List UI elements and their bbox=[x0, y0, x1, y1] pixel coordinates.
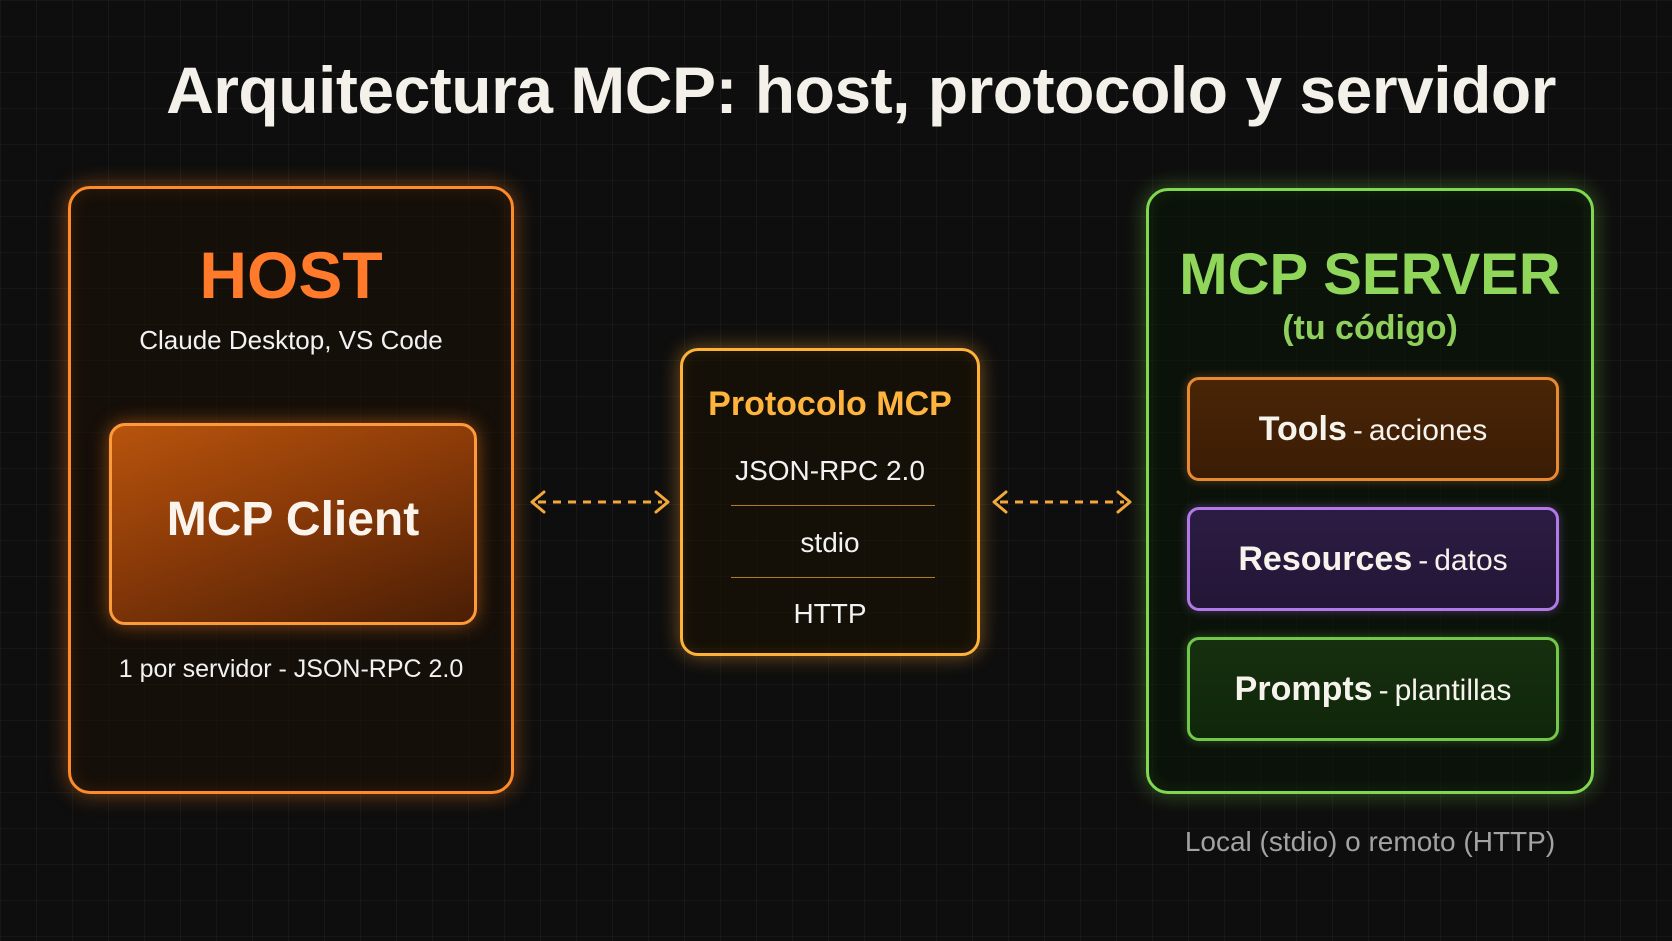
mcp-client-label: MCP Client bbox=[166, 493, 420, 546]
protocol-item-jsonrpc: JSON-RPC 2.0 bbox=[735, 455, 925, 486]
capability-desc: plantillas bbox=[1394, 674, 1512, 707]
capability-prompts: Prompts-plantillas bbox=[1187, 637, 1559, 741]
server-note: Local (stdio) o remoto (HTTP) bbox=[1184, 826, 1556, 857]
server-subtitle: (tu código) bbox=[1282, 309, 1458, 347]
host-note: 1 por servidor - JSON-RPC 2.0 bbox=[118, 655, 464, 683]
capability-separator: - bbox=[1378, 674, 1389, 707]
bidirectional-arrow-left bbox=[530, 490, 670, 514]
protocol-item-stdio: stdio bbox=[800, 527, 860, 558]
capability-name: Tools bbox=[1258, 410, 1347, 448]
protocol-title: Protocolo MCP bbox=[708, 385, 952, 423]
host-box: HOST Claude Desktop, VS Code MCP Client … bbox=[68, 186, 514, 794]
protocol-item-http: HTTP bbox=[793, 598, 867, 629]
protocol-divider bbox=[731, 505, 935, 506]
host-title: HOST bbox=[199, 238, 383, 312]
mcp-client-box: MCP Client bbox=[109, 423, 477, 625]
capability-resources: Resources-datos bbox=[1187, 507, 1559, 611]
capability-separator: - bbox=[1418, 544, 1429, 577]
protocol-box: Protocolo MCP JSON-RPC 2.0 stdio HTTP bbox=[680, 348, 980, 656]
bidirectional-arrow-right bbox=[992, 490, 1132, 514]
protocol-divider bbox=[731, 577, 935, 578]
server-title: MCP SERVER bbox=[1179, 242, 1561, 307]
server-box: MCP SERVER (tu código) Tools-acciones Re… bbox=[1146, 188, 1594, 794]
host-subtitle: Claude Desktop, VS Code bbox=[139, 325, 443, 355]
capability-tools: Tools-acciones bbox=[1187, 377, 1559, 481]
capability-name: Resources bbox=[1238, 540, 1413, 578]
capability-separator: - bbox=[1352, 414, 1363, 447]
capability-desc: datos bbox=[1434, 544, 1508, 577]
diagram-title: Arquitectura MCP: host, protocolo y serv… bbox=[166, 53, 1556, 127]
capability-desc: acciones bbox=[1368, 414, 1488, 447]
capability-name: Prompts bbox=[1234, 670, 1373, 708]
